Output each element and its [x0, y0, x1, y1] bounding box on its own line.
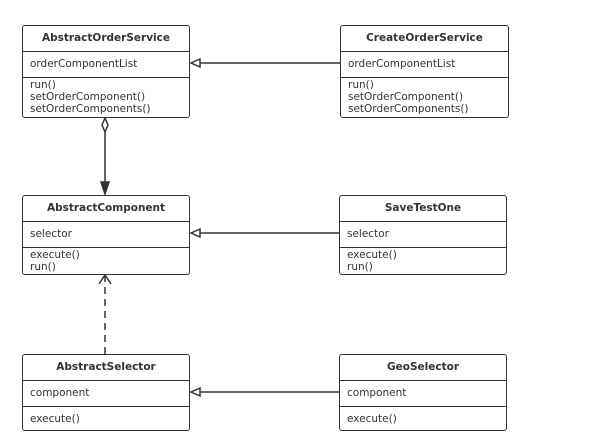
class-name: AbstractSelector [23, 355, 189, 381]
method: setOrderComponents() [348, 103, 469, 115]
class-save-test-one[interactable]: SaveTestOne selector execute() run() [339, 195, 507, 275]
methods: run() setOrderComponent() setOrderCompon… [23, 78, 189, 117]
methods: execute() [340, 407, 506, 427]
method: execute() [347, 413, 397, 425]
method: setOrderComponents() [30, 103, 151, 115]
method: run() [30, 261, 56, 273]
generalization-createorderservice-to-abstractorderservice [189, 57, 340, 69]
class-geo-selector[interactable]: GeoSelector component execute() [339, 354, 507, 431]
method: run() [348, 79, 374, 91]
class-abstract-component[interactable]: AbstractComponent selector execute() run… [22, 195, 190, 275]
class-name: CreateOrderService [341, 26, 508, 52]
method: setOrderComponent() [348, 91, 464, 103]
class-name: GeoSelector [340, 355, 506, 381]
class-abstract-selector[interactable]: AbstractSelector component execute() [22, 354, 190, 431]
methods: execute() run() [340, 248, 506, 275]
aggregation-abstractorderservice-to-abstractcomponent [99, 116, 111, 197]
attribute: component [340, 381, 506, 407]
attribute: orderComponentList [341, 52, 508, 78]
attribute: selector [23, 222, 189, 248]
dependency-abstractselector-to-abstractcomponent [98, 273, 112, 354]
generalization-geoselector-to-abstractselector [189, 386, 339, 398]
class-name: AbstractComponent [23, 196, 189, 222]
method: execute() [30, 413, 80, 425]
attribute: orderComponentList [23, 52, 189, 78]
method: execute() [347, 249, 397, 261]
methods: execute() run() [23, 248, 189, 275]
method: run() [30, 79, 56, 91]
methods: run() setOrderComponent() setOrderCompon… [341, 78, 508, 117]
method: run() [347, 261, 373, 273]
class-name: AbstractOrderService [23, 26, 189, 52]
attribute: selector [340, 222, 506, 248]
class-name: SaveTestOne [340, 196, 506, 222]
generalization-savetestone-to-abstractcomponent [189, 227, 339, 239]
class-abstract-order-service[interactable]: AbstractOrderService orderComponentList … [22, 25, 190, 118]
method: execute() [30, 249, 80, 261]
methods: execute() [23, 407, 189, 427]
attribute: component [23, 381, 189, 407]
class-create-order-service[interactable]: CreateOrderService orderComponentList ru… [340, 25, 509, 118]
method: setOrderComponent() [30, 91, 146, 103]
